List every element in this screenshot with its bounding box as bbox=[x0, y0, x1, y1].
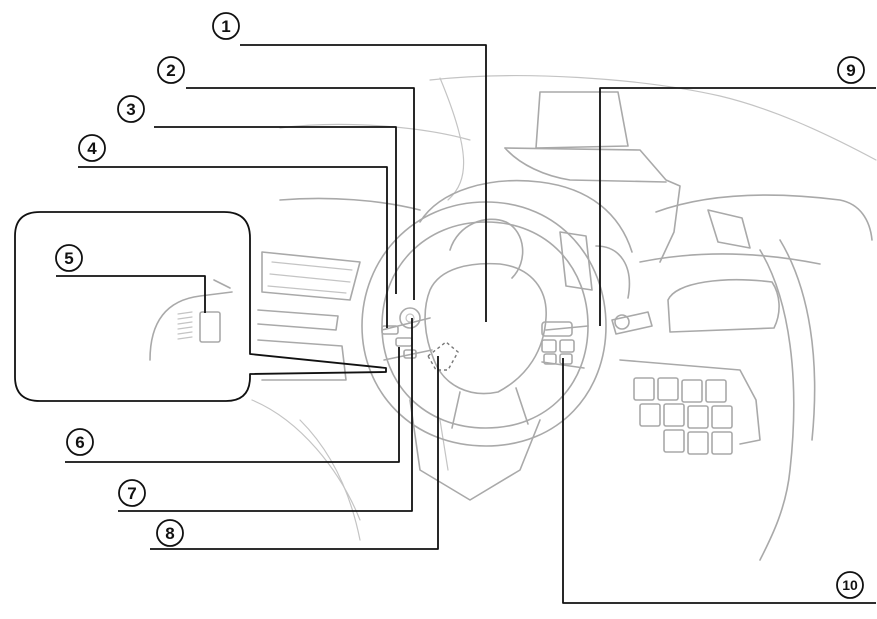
left-button-c bbox=[403, 349, 417, 359]
callout-5: 5 bbox=[55, 244, 83, 272]
inset-vent-slats bbox=[177, 311, 193, 340]
inset-box bbox=[14, 211, 387, 402]
wiper-stalk bbox=[611, 311, 653, 335]
callout-1-label: 1 bbox=[221, 17, 230, 36]
left-button-b bbox=[395, 337, 413, 347]
steering-wheel-hub bbox=[424, 262, 547, 395]
leader-3 bbox=[154, 126, 397, 294]
cluster-hood bbox=[419, 179, 633, 253]
callout-7: 7 bbox=[118, 479, 146, 507]
callout-1: 1 bbox=[212, 12, 240, 40]
callout-8-label: 8 bbox=[165, 524, 174, 543]
cluster-gauges bbox=[449, 218, 524, 279]
left-control-knob bbox=[399, 307, 421, 329]
right-dash-lower bbox=[639, 253, 821, 265]
left-vent-slat-2 bbox=[269, 273, 351, 283]
windshield-line bbox=[429, 75, 877, 161]
hud-base-front bbox=[504, 147, 667, 183]
leader-7 bbox=[118, 318, 413, 512]
leader-9 bbox=[599, 87, 876, 326]
steering-column bbox=[409, 399, 541, 501]
switch-panel-grid bbox=[633, 377, 733, 455]
leader-6 bbox=[65, 347, 400, 463]
callout-3: 3 bbox=[117, 95, 145, 123]
right-side-curve bbox=[759, 249, 795, 561]
callout-6: 6 bbox=[66, 428, 94, 456]
right-button-low-b bbox=[559, 353, 573, 365]
left-button-a bbox=[381, 325, 399, 335]
callout-5-label: 5 bbox=[64, 249, 73, 268]
right-vent-small bbox=[707, 209, 751, 249]
left-lower-line bbox=[251, 399, 361, 521]
callout-2: 2 bbox=[157, 56, 185, 84]
callout-10: 10 bbox=[836, 571, 864, 599]
inset-switch bbox=[199, 311, 221, 343]
leader-5 bbox=[56, 275, 206, 313]
leader-4 bbox=[78, 166, 388, 328]
left-vent-slat-3 bbox=[267, 285, 347, 294]
spoke-bottom bbox=[451, 387, 529, 429]
callout-8: 8 bbox=[156, 519, 184, 547]
right-button-mid-b bbox=[559, 339, 575, 353]
hud-unit bbox=[535, 91, 629, 149]
right-button-mid-a bbox=[541, 339, 557, 353]
inset-panel-edge bbox=[213, 279, 231, 289]
callout-4: 4 bbox=[78, 134, 106, 162]
leader-10 bbox=[562, 358, 876, 604]
horn-area-outline bbox=[427, 341, 459, 371]
steering-wheel-rim bbox=[361, 201, 607, 447]
inset-frame bbox=[14, 211, 387, 402]
right-dash-outline bbox=[655, 194, 873, 241]
right-side-curve-2 bbox=[779, 239, 816, 441]
leader-8 bbox=[150, 356, 439, 550]
inset-panel-outline bbox=[149, 291, 233, 361]
left-lower-line-2 bbox=[299, 419, 361, 541]
right-button-top bbox=[541, 321, 573, 337]
spoke-left bbox=[381, 317, 433, 361]
upper-dash-line bbox=[279, 123, 471, 141]
left-control-knob-inner bbox=[405, 313, 415, 323]
callout-4-label: 4 bbox=[87, 139, 97, 158]
right-gauge-pod bbox=[667, 278, 780, 333]
callout-9-label: 9 bbox=[846, 61, 855, 80]
left-vent-outer bbox=[261, 251, 361, 301]
leader-lines bbox=[56, 44, 876, 604]
upper-dash-line-2 bbox=[439, 77, 465, 201]
left-vent-slat-1 bbox=[271, 261, 353, 271]
steering-wheel-inner bbox=[381, 221, 589, 429]
leader-2 bbox=[186, 87, 415, 300]
left-dash bbox=[279, 197, 421, 211]
callout-7-label: 7 bbox=[127, 484, 136, 503]
cluster-gauges-3 bbox=[595, 245, 631, 299]
callout-6-label: 6 bbox=[75, 433, 84, 452]
right-button-low-a bbox=[543, 353, 557, 365]
cluster-gauges-2 bbox=[559, 231, 593, 291]
wiper-stalk-tip bbox=[614, 314, 630, 330]
callout-2-label: 2 bbox=[166, 61, 175, 80]
callout-10-label: 10 bbox=[842, 577, 858, 593]
spoke-right bbox=[541, 325, 589, 369]
hud-base bbox=[504, 147, 681, 263]
right-panel-frame bbox=[619, 359, 761, 445]
left-panel bbox=[257, 309, 339, 331]
leader-1 bbox=[240, 44, 487, 322]
column-line bbox=[439, 419, 449, 471]
callout-3-label: 3 bbox=[126, 100, 135, 119]
callout-9: 9 bbox=[837, 56, 865, 84]
dashboard-illustration bbox=[251, 75, 877, 561]
